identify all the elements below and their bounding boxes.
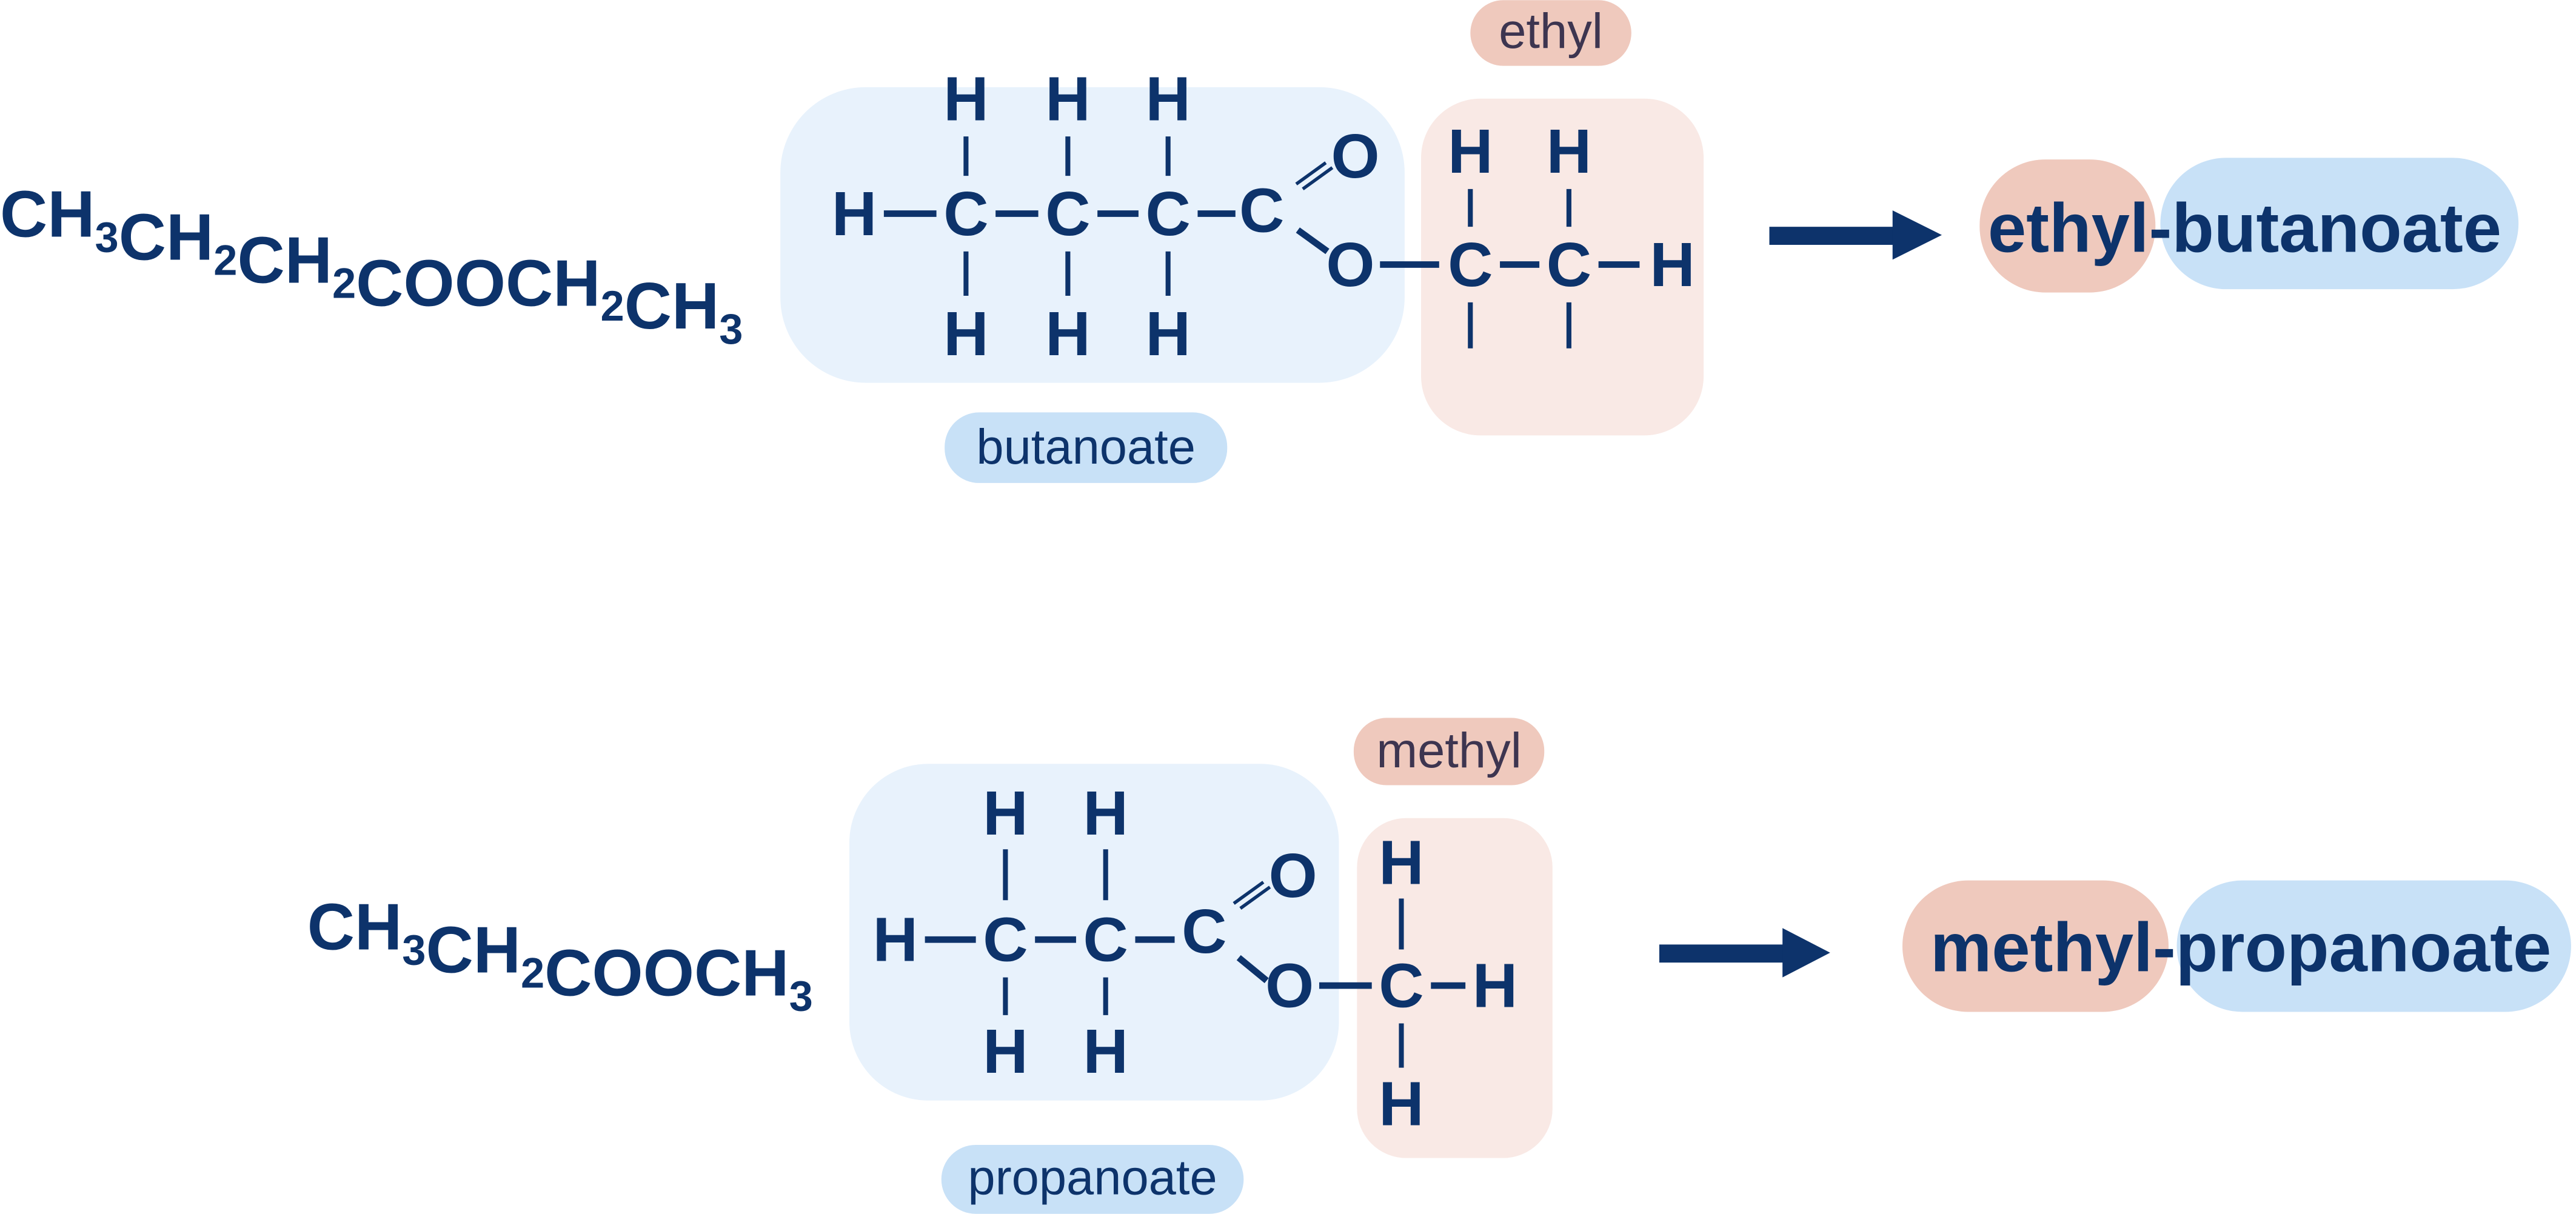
carbon-atom: C <box>943 179 988 248</box>
oxygen-atom: O <box>1265 951 1314 1021</box>
propanoate-group-box <box>849 764 1339 1101</box>
carbon-atom: C <box>1239 176 1284 245</box>
ester-name: methyl-propanoate <box>1930 909 2551 986</box>
butanoate-group-box <box>780 87 1405 383</box>
oxygen-atom: O <box>1326 230 1374 299</box>
hydrogen-atom: H <box>943 299 988 369</box>
double-bond <box>1295 161 1327 185</box>
butanoate-label-pill <box>945 412 1228 483</box>
hydrogen-atom: H <box>1045 64 1090 133</box>
carbon-atom: C <box>983 905 1028 975</box>
hydrogen-atom: H <box>1083 778 1128 848</box>
hydrogen-atom: H <box>1650 230 1694 299</box>
single-bond <box>1236 955 1269 984</box>
ethyl-label-pill <box>1470 0 1631 66</box>
carbon-atom: C <box>1547 230 1591 299</box>
carbon-atom: C <box>1182 896 1226 966</box>
double-bond <box>1233 881 1265 905</box>
single-bond <box>1296 227 1330 255</box>
methyl-label-pill <box>1353 718 1545 785</box>
hydrogen-atom: H <box>1473 951 1517 1021</box>
ethyl-group-box <box>1420 98 1704 436</box>
carbon-atom: C <box>1379 951 1423 1021</box>
hydrogen-atom: H <box>1547 116 1591 186</box>
hydrogen-atom: H <box>943 64 988 133</box>
bonds <box>925 849 1466 1068</box>
bonds <box>883 136 1640 349</box>
carbon-atom: C <box>1083 905 1128 975</box>
alkyl-name-pill <box>1979 159 2156 293</box>
oxygen-atom: O <box>1269 841 1317 910</box>
double-bond <box>1239 885 1271 910</box>
hydrogen-atom: H <box>983 778 1028 848</box>
propanoate-label: propanoate <box>968 1150 1217 1206</box>
hydrogen-atom: H <box>1045 299 1090 369</box>
hydrogen-atom: H <box>983 1016 1028 1086</box>
ethyl-label: ethyl <box>1499 4 1603 59</box>
hydrogen-atom: H <box>1379 1069 1423 1139</box>
hydrogen-atom: H <box>1145 64 1190 133</box>
carbon-atom: C <box>1448 230 1493 299</box>
hydrogen-atom: H <box>1448 116 1493 186</box>
carbon-atom: C <box>1045 179 1090 248</box>
arrow-icon <box>1769 210 1942 260</box>
carbon-atom: C <box>1145 179 1190 248</box>
acid-name-pill <box>2176 880 2571 1012</box>
methyl-label: methyl <box>1376 723 1521 778</box>
butanoate-label: butanoate <box>976 419 1196 475</box>
hydrogen-atom: H <box>1145 299 1190 369</box>
condensed-formula: CH3CH2COOCH3 <box>307 890 813 1019</box>
hydrogen-atom: H <box>1379 827 1423 897</box>
ester-name: ethyl-butanoate <box>1988 190 2501 267</box>
arrow-icon <box>1659 928 1830 978</box>
hydrogen-atom: H <box>832 179 877 248</box>
acid-name-pill <box>2160 158 2519 290</box>
propanoate-label-pill <box>941 1144 1244 1214</box>
double-bond <box>1302 166 1334 191</box>
hydrogen-atom: H <box>1083 1016 1128 1086</box>
alkyl-name-pill <box>1902 880 2169 1012</box>
oxygen-atom: O <box>1331 121 1380 191</box>
hydrogen-atom: H <box>873 905 918 975</box>
condensed-formula: CH3CH2CH2COOCH2CH3 <box>0 177 743 353</box>
